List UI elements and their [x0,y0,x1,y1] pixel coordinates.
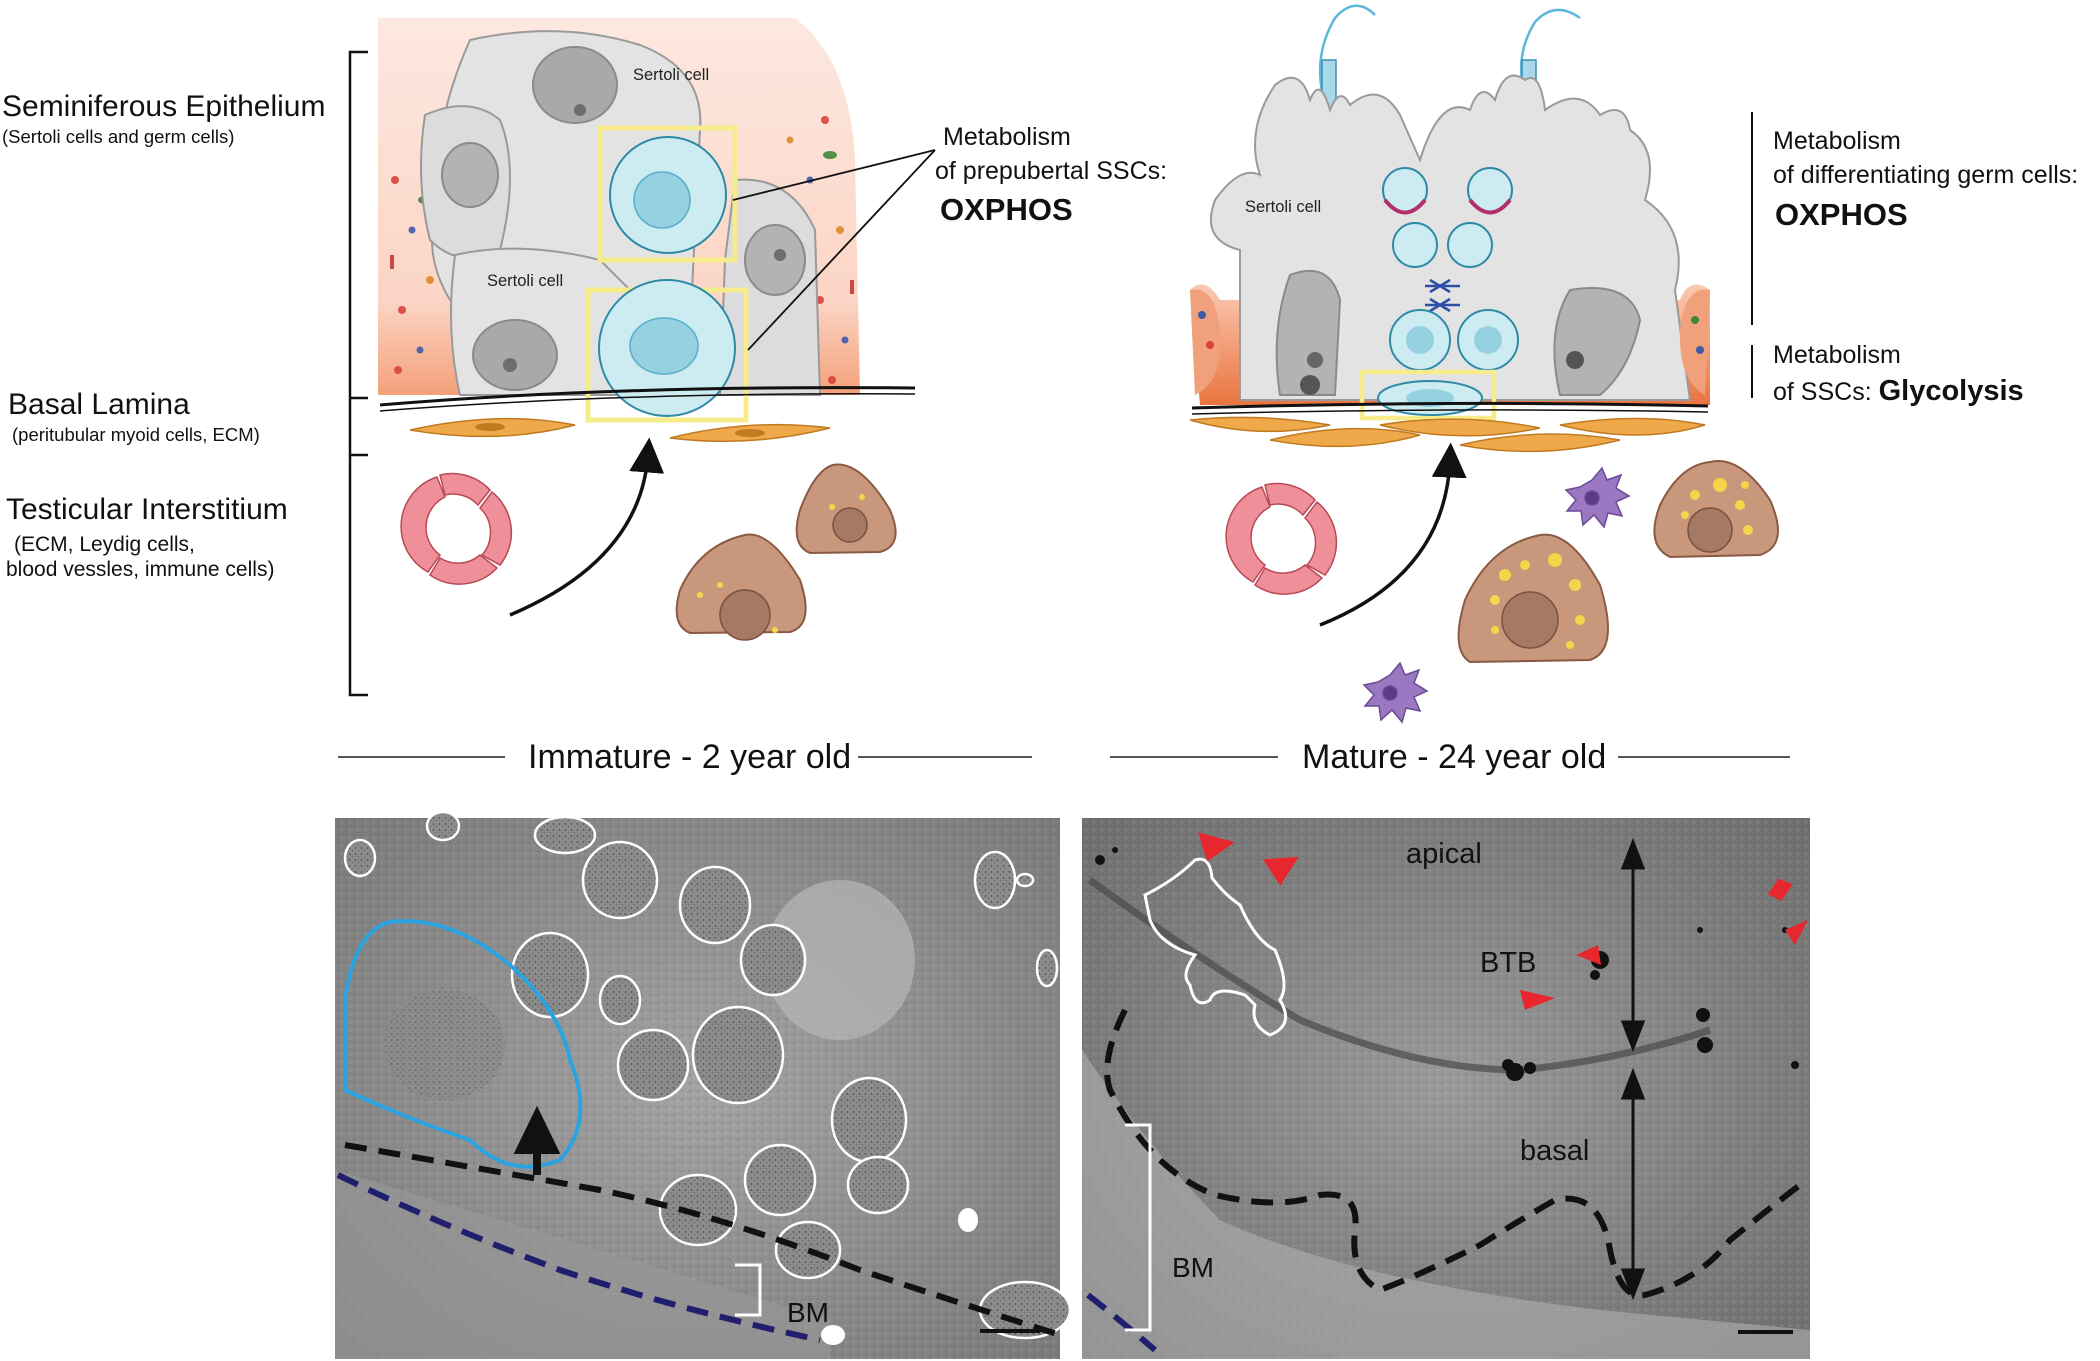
ssc-metabolism-value: Glycolysis [1878,375,2024,407]
migration-arrow [1319,442,1467,627]
dashed-line-black [1104,1008,1802,1299]
ssc-metabolism-prefix: of SSCs: [1773,378,1879,406]
highlight-box-upper [597,125,738,263]
apical-label: apical [1406,838,1482,870]
interstitium-subtitle-1: (ECM, Leydig cells, [14,533,195,556]
basal-label: basal [1520,1135,1589,1167]
btb-line [1087,877,1712,1074]
mature-schematic [1189,4,1779,724]
dashed-line-navy [1086,1292,1157,1353]
myoid-layer [1189,416,1706,453]
basal-lamina-line [1191,401,1709,410]
btb-junction [1425,278,1460,313]
leader-line-lower [747,149,936,351]
blood-vessel [400,472,513,585]
diff-metabolism-value: OXPHOS [1775,197,1908,232]
mature-caption: Mature - 24 year old [1302,738,1607,776]
diff-metabolism-line1: Metabolism [1773,127,1901,155]
apical-arrow [1620,837,1646,1053]
blood-vessel [1225,482,1338,595]
prepubertal-metabolism-line1: Metabolism [943,123,1071,151]
left-bracket [348,50,368,697]
nucleus-outlines [343,810,1072,1340]
prepubertal-metabolism-line2: of prepubertal SSCs: [935,157,1168,185]
lamina-title: Basal Lamina [8,388,190,421]
btb-label: BTB [1480,947,1536,979]
immune-cell [1362,661,1429,724]
sertoli-label-1: Sertoli cell [633,66,709,84]
bm-bracket [1125,1123,1152,1332]
sertoli-label-mature: Sertoli cell [1245,198,1321,216]
upward-arrow [513,1105,561,1175]
bm-label-right: BM [1172,1252,1214,1283]
dashed-line-black [344,1142,1061,1338]
ssc-metabolism-line1: Metabolism [1773,341,1901,369]
micrograph-mature [1082,818,1810,1359]
immune-cell [1564,466,1631,529]
epithelium-title: Seminiferous Epithelium [2,90,326,123]
prepubertal-metabolism-value: OXPHOS [940,192,1073,227]
immature-schematic [378,18,936,641]
ssc-metabolism-line2: of SSCs: Glycolysis [1773,375,2024,408]
red-arrowheads [1198,832,1808,1010]
migration-arrow [509,437,665,617]
ssc-outline-blue [343,919,583,1169]
interstitium-title: Testicular Interstitium [6,493,288,526]
bm-label-left: BM [787,1297,829,1328]
sertoli-label-2: Sertoli cell [487,272,563,290]
interstitium-subtitle-2: blood vessles, immune cells) [6,558,275,581]
micrograph-immature [335,810,1072,1359]
basal-arrow [1620,1067,1646,1301]
bm-bracket [735,1263,762,1317]
immature-caption: Immature - 2 year old [528,738,852,776]
lamina-subtitle: (peritubular myoid cells, ECM) [12,424,260,445]
leader-line-upper [732,149,936,201]
cell-outline-white [1143,857,1288,1037]
diff-metabolism-line2: of differentiating germ cells: [1773,161,2079,189]
highlight-box-ssc [1359,369,1497,421]
epithelium-subtitle: (Sertoli cells and germ cells) [2,126,235,147]
dashed-line-navy [336,1172,821,1343]
basal-lamina-line [379,386,916,407]
